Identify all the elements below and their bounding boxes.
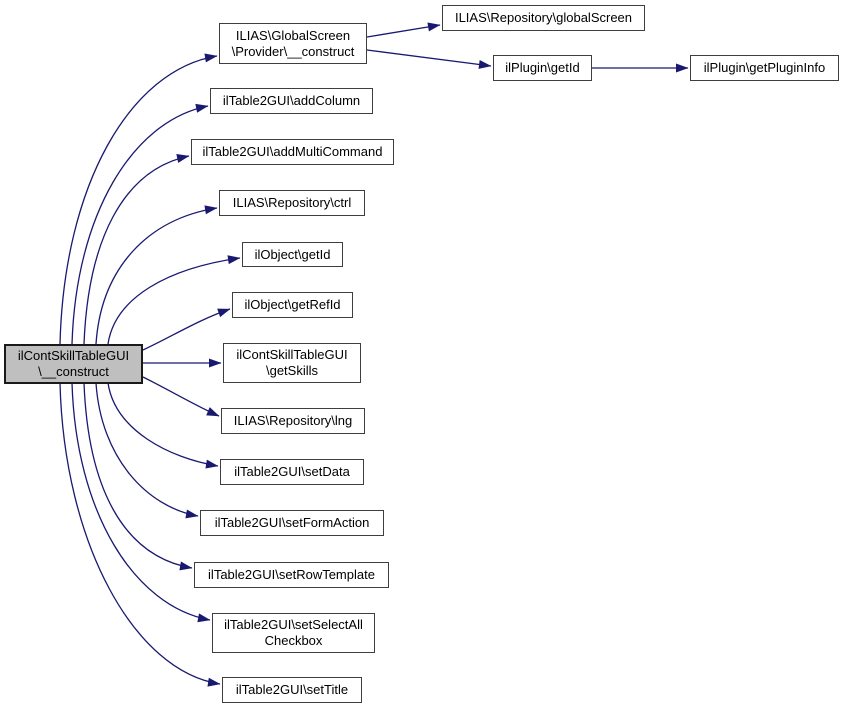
node-ilplugin-getid[interactable]: ilPlugin\getId [493,55,592,81]
node-iltable2gui-setrowtemplate[interactable]: ilTable2GUI\setRowTemplate [194,562,389,588]
node-label: ILIAS\GlobalScreen [235,27,351,43]
node-label: ilObject\getId [254,246,331,262]
node-label: ilPlugin\getPluginInfo [703,60,826,75]
edge-construct-to-lng [142,376,220,417]
edge-provider-to-plugin-getid [366,49,492,69]
node-ilobject-getid[interactable]: ilObject\getId [242,242,343,267]
node-ilcontskilltablegui-getskills[interactable]: ilContSkillTableGUI \getSkills [223,343,361,383]
node-ilobject-getrefid[interactable]: ilObject\getRefId [232,292,353,318]
edge-construct-to-provider-construct [59,53,218,345]
node-ilplugin-getplugininfo[interactable]: ilPlugin\getPluginInfo [690,55,839,81]
node-ilcontskilltablegui-construct: ilContSkillTableGUI \__construct [4,344,143,384]
edge-construct-to-setselectallcheckbox [71,382,211,623]
node-iltable2gui-settitle[interactable]: ilTable2GUI\setTitle [222,677,362,703]
node-label: ilTable2GUI\addMultiCommand [202,144,383,159]
node-label: ilTable2GUI\setTitle [235,682,349,697]
edge-construct-to-setformaction [95,382,199,519]
edge-construct-to-addmulticommand [83,154,190,345]
node-iltable2gui-setselectallcheckbox[interactable]: ilTable2GUI\setSelectAll Checkbox [212,613,375,653]
edge-construct-to-getrefid [142,308,231,351]
node-iltable2gui-addmulticommand[interactable]: ilTable2GUI\addMultiCommand [191,139,394,165]
node-globalscreen-provider-construct[interactable]: ILIAS\GlobalScreen \Provider\__construct [219,23,367,64]
node-label: ILIAS\Repository\ctrl [232,195,352,210]
node-label: ilObject\getRefId [244,297,341,312]
node-iltable2gui-addcolumn[interactable]: ilTable2GUI\addColumn [210,88,373,114]
node-label: ILIAS\Repository\lng [233,413,353,428]
node-label: ilContSkillTableGUI [17,348,130,363]
edge-construct-to-setrowtemplate [83,382,193,571]
node-label: \Provider\__construct [231,43,355,59]
node-label: ilTable2GUI\setRowTemplate [208,567,375,582]
node-label: \__construct [38,364,109,379]
node-label: ilPlugin\getId [505,60,580,75]
node-ilias-repository-ctrl[interactable]: ILIAS\Repository\ctrl [219,190,365,216]
node-label: ilTable2GUI\setSelectAll [224,617,363,632]
edge-provider-to-globalscreen [366,22,441,38]
node-label: ilTable2GUI\addColumn [222,93,361,108]
node-iltable2gui-setformaction[interactable]: ilTable2GUI\setFormAction [200,510,384,536]
node-ilias-repository-lng[interactable]: ILIAS\Repository\lng [221,408,365,434]
node-label: Checkbox [264,633,323,648]
edge-construct-to-ctrl [95,205,218,345]
edge-construct-to-setdata [107,382,219,469]
node-label: ILIAS\Repository\globalScreen [454,10,633,25]
node-iltable2gui-setdata[interactable]: ilTable2GUI\setData [220,459,364,485]
node-label: ilContSkillTableGUI [236,347,348,362]
node-label: ilTable2GUI\setFormAction [214,515,370,530]
node-label: ilTable2GUI\setData [234,464,350,479]
edge-construct-to-settitle [59,382,221,687]
node-label: \getSkills [265,363,319,378]
node-ilias-repository-globalscreen[interactable]: ILIAS\Repository\globalScreen [442,5,645,31]
edge-construct-to-addcolumn [71,103,209,345]
edge-construct-to-object-getid [107,255,241,345]
